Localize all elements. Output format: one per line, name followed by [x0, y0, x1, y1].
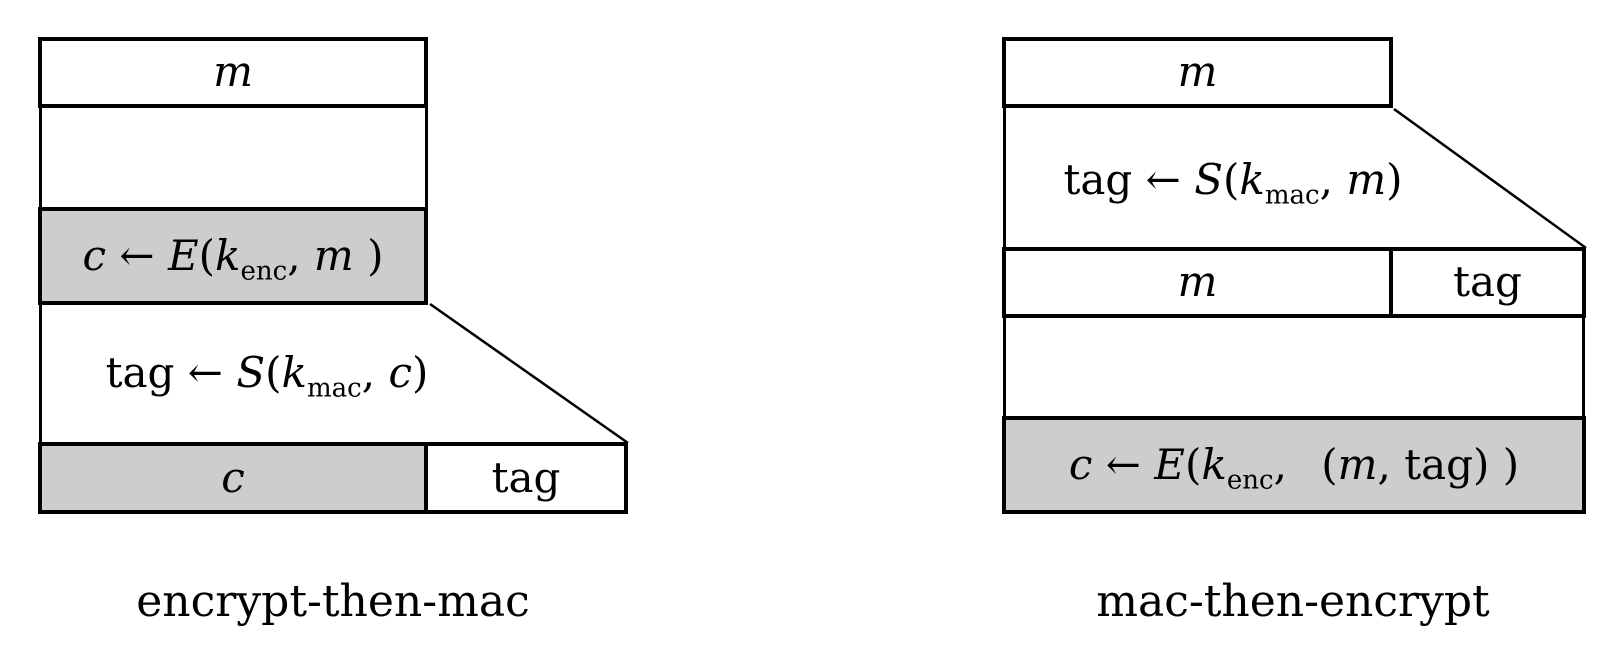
mte-tag-mid-box: tag: [1393, 247, 1586, 318]
etm-left-connector-lower: [39, 303, 42, 444]
etm-left-connector-upper: [39, 106, 42, 209]
mte-left-connector-lower: [1003, 316, 1006, 418]
etm-message-box: m: [38, 37, 428, 108]
etm-ciphertext-box: c: [38, 442, 428, 514]
etm-label: encrypt-then-mac: [136, 576, 530, 627]
mte-message-mid-text: m: [1177, 257, 1218, 307]
etm-tag-text: tag: [491, 452, 561, 502]
etm-ciphertext-text: c: [221, 452, 245, 502]
mte-mac-step-text: tag ← S(kmac, m): [1063, 155, 1403, 211]
mte-tag-mid-text: tag: [1453, 257, 1522, 307]
mte-right-connector-lower: [1582, 316, 1585, 418]
etm-message-text: m: [213, 47, 253, 97]
mte-message-text: m: [1177, 47, 1218, 97]
etm-encrypt-box: c ← E(kenc, m ): [38, 207, 428, 305]
mte-label: mac-then-encrypt: [1096, 576, 1490, 627]
mte-left-connector-upper: [1003, 106, 1006, 249]
mte-message-box: m: [1002, 37, 1393, 108]
mte-encrypt-text: c ← E(kenc, (m, tag) ): [1068, 439, 1520, 496]
etm-right-connector-upper: [425, 106, 428, 209]
etm-encrypt-text: c ← E(kenc, m ): [82, 230, 384, 287]
etm-mac-step-text: tag ← S(kmac, c): [105, 348, 429, 404]
etm-tag-box: tag: [428, 442, 628, 514]
mte-message-mid-box: m: [1002, 247, 1393, 318]
mte-encrypt-box: c ← E(kenc, (m, tag) ): [1002, 416, 1586, 514]
